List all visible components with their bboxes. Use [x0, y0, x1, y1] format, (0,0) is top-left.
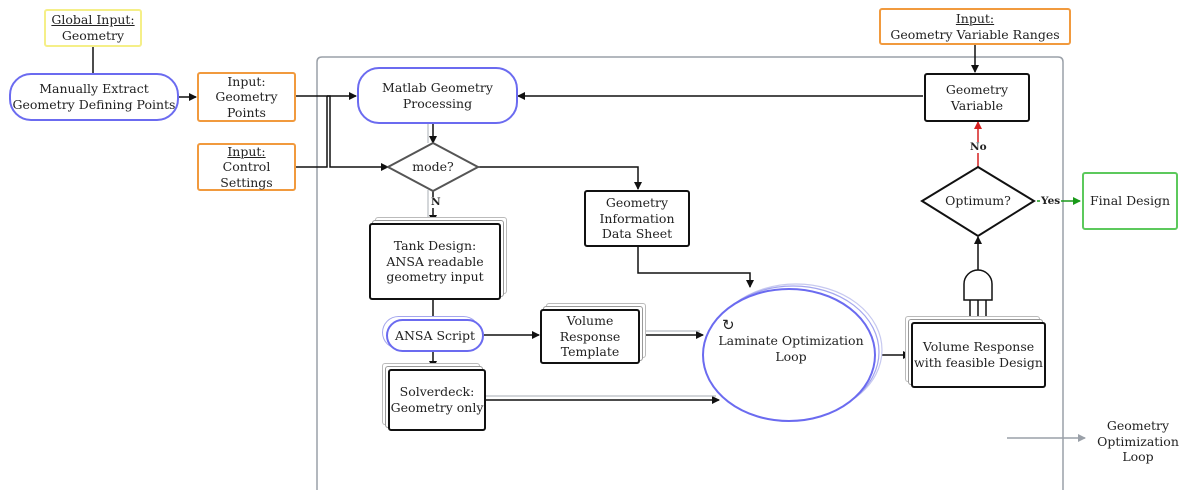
laminate-loop-label: Laminate Optimization Loop	[716, 318, 866, 380]
global-input-box: Global Input: Geometry	[44, 9, 142, 47]
global-input-title: Global Input:	[51, 12, 135, 28]
edge-info-to-laminate	[637, 246, 754, 288]
volume-response-feasible-line2: with feasible Design	[914, 355, 1043, 370]
legend-line3: Loop	[1122, 449, 1154, 465]
mode-diamond	[385, 141, 481, 193]
geometry-info-box: Geometry Information Data Sheet	[584, 190, 690, 247]
laminate-loop-line1: Laminate Optimization	[718, 333, 864, 349]
matlab-processing-node: Matlab Geometry Processing	[357, 67, 518, 124]
manual-extract-line1: Manually Extract	[39, 81, 149, 97]
geometry-variable-box: Geometry Variable	[924, 73, 1030, 122]
tank-design-box: Tank Design: ANSA readable geometry inpu…	[369, 223, 501, 300]
input-control-settings-line1: Control	[222, 159, 271, 175]
matlab-processing-line1: Matlab Geometry	[382, 79, 493, 95]
edge-label-n: N	[430, 196, 442, 208]
geometry-info-line2: Information	[599, 210, 675, 226]
ansa-script-text: ANSA Script	[394, 327, 476, 343]
input-geometry-points-line3: Points	[227, 104, 266, 120]
legend-line2: Optimization	[1097, 433, 1179, 449]
final-design-text: Final Design	[1089, 193, 1171, 209]
legend-line1: Geometry	[1106, 418, 1170, 433]
ansa-script-node: ANSA Script	[386, 319, 484, 352]
optimum-diamond	[920, 165, 1036, 238]
edge-mode-to-info	[478, 166, 642, 190]
input-control-settings-title: Input:	[227, 143, 266, 159]
tank-design-line2: ANSA readable	[386, 253, 484, 269]
input-variable-ranges-box: Input: Geometry Variable Ranges	[879, 8, 1071, 45]
edge-label-yes: Yes	[1040, 195, 1062, 207]
refresh-icon: ↻	[722, 316, 735, 334]
geometry-info-line1: Geometry	[605, 195, 669, 211]
volume-response-feasible-box: Volume Response with feasible Design	[911, 322, 1046, 388]
volume-response-feasible-line1: Volume Response	[922, 339, 1035, 355]
optimum-decision-label: Optimum?	[938, 192, 1018, 210]
edge-input-points-to-mode	[327, 95, 389, 171]
laminate-loop-line2: Loop	[775, 349, 807, 364]
input-variable-ranges-text: Geometry Variable Ranges	[890, 26, 1060, 42]
edge-label-no: No	[969, 141, 988, 153]
volume-response-template-box: Volume Response Template	[540, 309, 640, 364]
input-geometry-points-line1: Input:	[227, 73, 266, 89]
tank-design-line3: geometry input	[386, 269, 484, 285]
global-input-text: Geometry	[61, 28, 125, 43]
mode-decision-text: mode?	[412, 159, 454, 175]
manual-extract-line2: Geometry Defining Points	[12, 97, 176, 112]
legend-label: Geometry Optimization Loop	[1094, 418, 1182, 465]
optimization-loop-frame	[316, 56, 1064, 490]
matlab-processing-line2: Processing	[402, 95, 473, 111]
solverdeck-line2: Geometry only	[390, 400, 484, 415]
geometry-variable-line2: Variable	[950, 97, 1004, 113]
solverdeck-box: Solverdeck: Geometry only	[388, 369, 486, 431]
optimum-decision-text: Optimum?	[945, 193, 1011, 209]
input-control-settings-line2: Settings	[220, 174, 273, 190]
and-gate-icon	[963, 269, 993, 301]
volume-response-template-line3: Template	[560, 344, 620, 360]
laminate-loop-ellipse	[702, 288, 876, 422]
tank-design-line1: Tank Design:	[393, 238, 477, 254]
edge-control-to-matlab	[296, 96, 328, 168]
input-geometry-points-box: Input: Geometry Points	[197, 72, 296, 122]
volume-response-template-line1: Volume	[566, 313, 614, 329]
mode-decision-label: mode?	[398, 158, 468, 176]
geometry-info-line3: Data Sheet	[601, 226, 673, 242]
input-variable-ranges-title: Input:	[955, 10, 995, 26]
solverdeck-line1: Solverdeck:	[399, 384, 475, 400]
final-design-box: Final Design	[1082, 172, 1178, 230]
geometry-variable-line1: Geometry	[945, 81, 1009, 97]
manual-extract-node: Manually Extract Geometry Defining Point…	[9, 73, 179, 121]
volume-response-template-line2: Response	[559, 328, 621, 344]
input-geometry-points-line2: Geometry	[215, 89, 278, 105]
input-control-settings-box: Input: Control Settings	[197, 143, 296, 191]
